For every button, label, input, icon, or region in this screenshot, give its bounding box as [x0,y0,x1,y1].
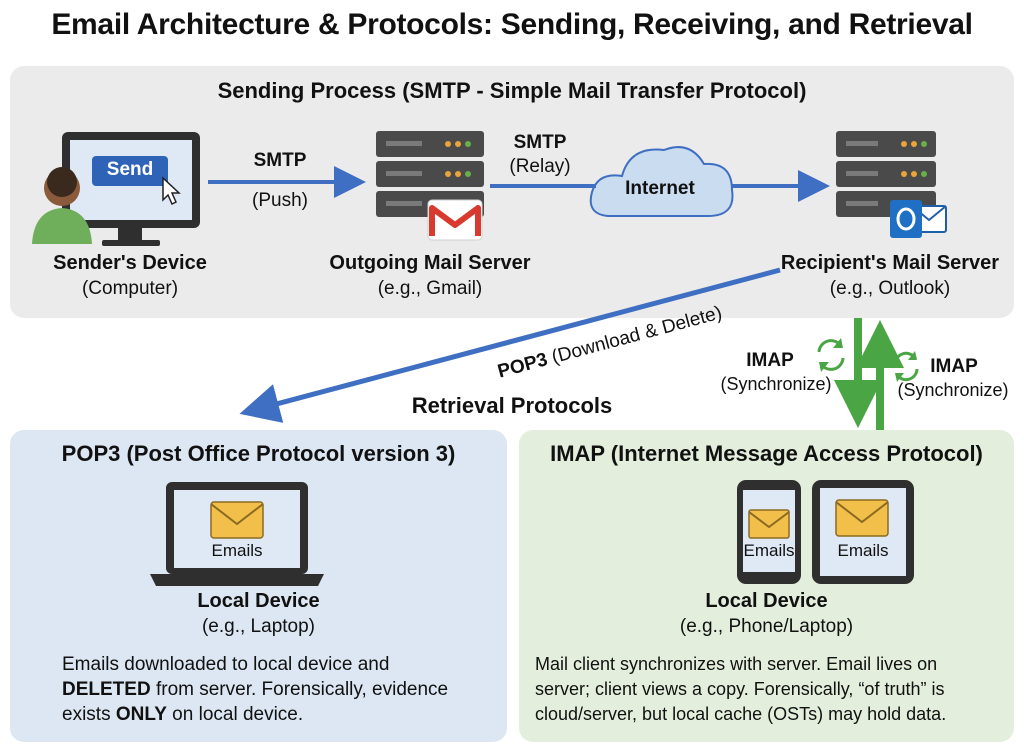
recipient-server-sub: (e.g., Outlook) [829,278,951,299]
phone-screen-label: Emails [743,541,795,560]
gmail-icon [427,199,483,241]
imap-description: Mail client synchronizes with server. Em… [535,654,947,724]
outgoing-server-label: Outgoing Mail Server [329,252,531,274]
smtp-push-label: SMTP [253,150,307,171]
imap-device-sub: (e.g., Phone/Laptop) [679,616,854,637]
outlook-icon [890,200,947,238]
recipient-server-label: Recipient's Mail Server [780,252,1000,274]
imap-up-label: IMAP [930,356,978,377]
sender-device-sub: (Computer) [81,278,179,299]
smtp-push-sub: (Push) [252,190,308,211]
imap-device-label: Local Device [705,590,828,612]
tablet-screen-label: Emails [837,541,889,560]
smtp-relay-label: SMTP [513,132,567,153]
pop3-device-sub: (e.g., Laptop) [201,616,316,637]
retrieval-heading: Retrieval Protocols [411,393,613,418]
pop3-description: Emails downloaded to local device and DE… [62,654,449,725]
outgoing-server-sub: (e.g., Gmail) [377,278,483,299]
sender-device-label: Sender's Device [53,252,207,274]
imap-down-label: IMAP [746,350,794,371]
page-title: Email Architecture & Protocols: Sending,… [51,8,973,41]
imap-heading: IMAP (Internet Message Access Protocol) [550,441,983,466]
smtp-relay-sub: (Relay) [509,156,571,177]
sending-heading: Sending Process (SMTP - Simple Mail Tran… [217,78,807,103]
cloud-icon [589,146,734,217]
sync-icon [893,351,919,382]
pop3-arrow [239,267,781,423]
cloud-label: Internet [625,178,695,199]
sync-icon [817,338,845,372]
envelope-icon [748,509,790,539]
laptop-screen-label: Emails [211,541,263,560]
imap-up-sub: (Synchronize) [897,380,1009,400]
pop3-device-label: Local Device [197,590,320,612]
imap-down-sub: (Synchronize) [720,374,832,394]
envelope-icon [210,501,264,539]
pop3-heading: POP3 (Post Office Protocol version 3) [61,441,456,466]
send-button-icon [92,156,181,206]
send-button-label: Send [106,159,154,180]
envelope-icon [835,499,889,537]
user-icon [32,167,92,244]
